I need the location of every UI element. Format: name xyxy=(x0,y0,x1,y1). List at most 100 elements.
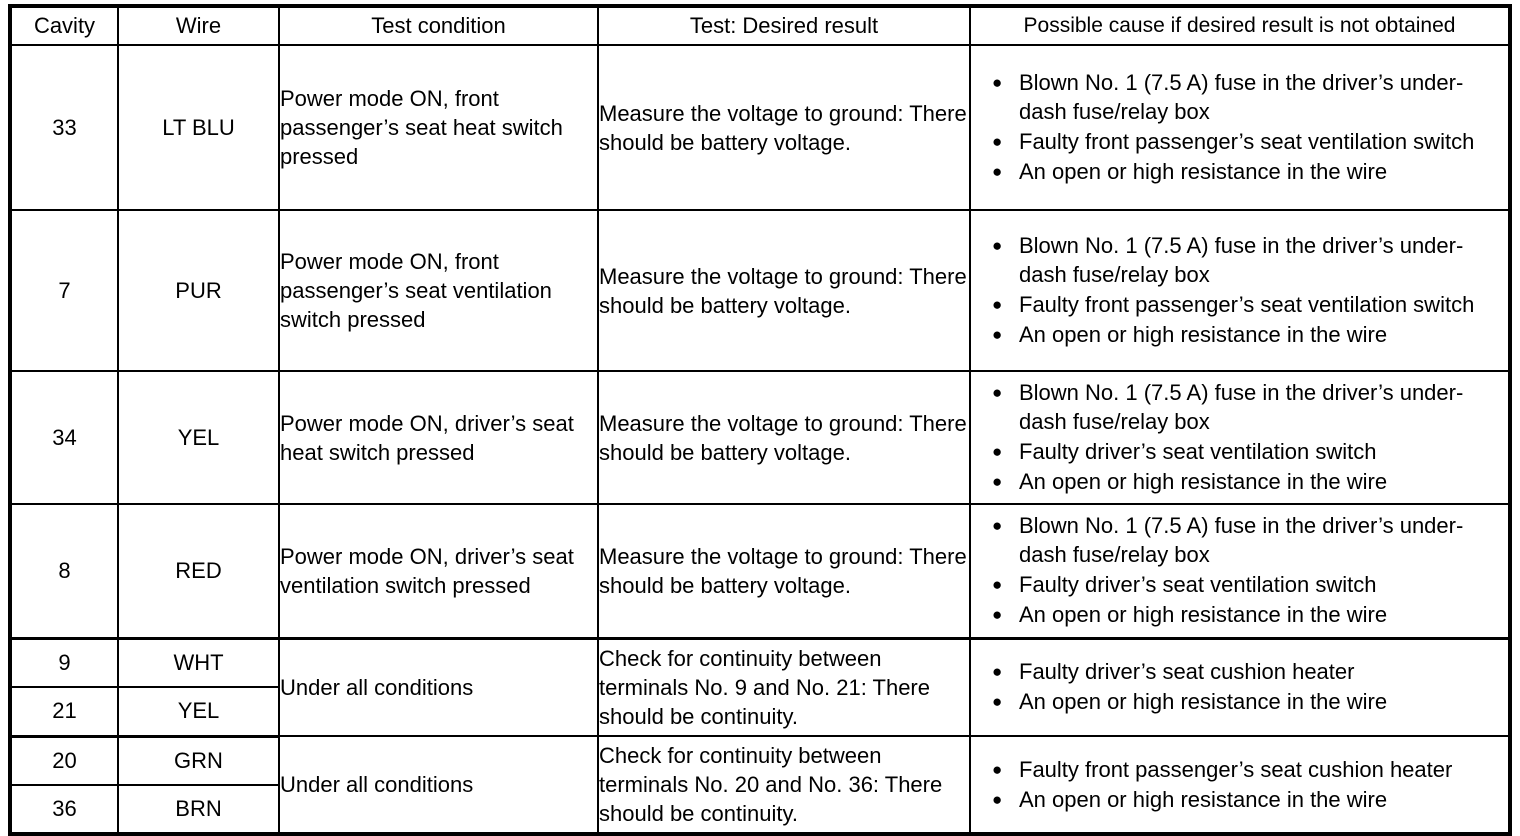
cause-text: Faulty driver’s seat cushion heater xyxy=(1019,659,1355,685)
table-row: 8 RED Power mode ON, driver’s seat venti… xyxy=(9,503,1511,640)
cause-list: ● Blown No. 1 (7.5 A) fuse in the driver’… xyxy=(971,68,1508,186)
cell-possible-cause: ● Blown No. 1 (7.5 A) fuse in the driver’… xyxy=(969,370,1511,505)
bullet-icon: ● xyxy=(992,73,1003,92)
cell-wire: BRN xyxy=(117,784,280,835)
cause-text: An open or high resistance in the wire xyxy=(1019,469,1388,494)
bullet-icon: ● xyxy=(992,759,1003,779)
cell-desired-result: Measure the voltage to ground: There sho… xyxy=(597,209,971,372)
table-row: 7 PUR Power mode ON, front passenger’s s… xyxy=(9,209,1511,372)
list-item: ● Blown No. 1 (7.5 A) fuse in the driver’… xyxy=(992,68,1508,126)
cause-list: ●Blown No. 1 (7.5 A) fuse in the driver’… xyxy=(971,511,1508,629)
cause-text: Faulty front passenger’s seat cushion he… xyxy=(1019,756,1453,782)
cell-cavity: 7 xyxy=(9,209,119,372)
bullet-icon: ● xyxy=(992,692,1003,712)
cause-list: ● Blown No. 1 (7.5 A) fuse in the driver’… xyxy=(971,378,1508,496)
list-item: ● Faulty front passenger’s seat cushion h… xyxy=(992,755,1508,784)
cell-test-condition: Power mode ON, driver’s seat ventilation… xyxy=(278,503,599,640)
cause-text: Faulty driver’s seat ventilation switch xyxy=(1019,572,1377,598)
bullet-icon: ● xyxy=(992,472,1003,491)
cause-text: An open or high resistance in the wire xyxy=(1019,786,1388,812)
bullet-icon: ● xyxy=(992,236,1003,255)
list-item: ● An open or high resistance in the wire xyxy=(992,157,1508,186)
cell-wire: GRN xyxy=(117,735,280,786)
cell-possible-cause: ● Faulty front passenger’s seat cushion h… xyxy=(969,735,1511,835)
list-item: ● Faulty front passenger’s seat ventilati… xyxy=(992,290,1508,319)
bullet-icon: ● xyxy=(992,383,1003,402)
cell-cavity: 21 xyxy=(9,686,119,738)
cell-desired-result: Measure the voltage to ground: There sho… xyxy=(597,44,971,211)
cause-text: Faulty driver’s seat ventilation switch xyxy=(1019,439,1377,464)
cell-test-condition: Under all conditions xyxy=(278,735,599,835)
list-item: ● Blown No. 1 (7.5 A) fuse in the driver’… xyxy=(992,231,1508,289)
cause-list: ● Faulty driver’s seat cushion heater ● An… xyxy=(971,657,1508,716)
list-item: ● Blown No. 1 (7.5 A) fuse in the driver’… xyxy=(992,378,1508,436)
cell-desired-result: Measure the voltage to ground: There sho… xyxy=(597,503,971,640)
table-row: 20 GRN Under all conditions Check for co… xyxy=(9,735,1511,835)
cell-desired-result: Check for continuity between terminals N… xyxy=(597,637,971,737)
column-header-desired-result: Test: Desired result xyxy=(597,5,971,46)
cell-cavity: 8 xyxy=(9,503,119,640)
list-item: ● An open or high resistance in the wire xyxy=(992,320,1508,349)
table-row: 33 LT BLU Power mode ON, front passenger… xyxy=(9,44,1511,211)
cell-cavity: 9 xyxy=(9,637,119,688)
bullet-icon: ● xyxy=(992,295,1003,314)
cause-text: Blown No. 1 (7.5 A) fuse in the driver’s… xyxy=(1019,233,1464,287)
bullet-icon: ● xyxy=(992,575,1003,595)
cell-wire: RED xyxy=(117,503,280,640)
cause-text: Blown No. 1 (7.5 A) fuse in the driver’s… xyxy=(1019,70,1464,124)
cell-test-condition: Power mode ON, front passenger’s seat ve… xyxy=(278,209,599,372)
cell-possible-cause: ● Faulty driver’s seat cushion heater ● An… xyxy=(969,637,1511,737)
column-header-wire: Wire xyxy=(117,5,280,46)
bullet-icon: ● xyxy=(992,162,1003,181)
cell-cavity: 36 xyxy=(9,784,119,835)
bullet-icon: ● xyxy=(992,789,1003,809)
list-item: ●Blown No. 1 (7.5 A) fuse in the driver’… xyxy=(992,511,1508,569)
cell-test-condition: Power mode ON, driver’s seat heat switch… xyxy=(278,370,599,505)
bullet-icon: ● xyxy=(992,605,1003,625)
bullet-icon: ● xyxy=(992,516,1003,536)
cell-desired-result: Measure the voltage to ground: There sho… xyxy=(597,370,971,505)
cell-cavity: 33 xyxy=(9,44,119,211)
cell-wire: YEL xyxy=(117,686,280,738)
cause-text: An open or high resistance in the wire xyxy=(1019,689,1388,715)
cell-desired-result: Check for continuity between terminals N… xyxy=(597,735,971,835)
cell-possible-cause: ● Blown No. 1 (7.5 A) fuse in the driver’… xyxy=(969,209,1511,372)
list-item: ● Faulty driver’s seat cushion heater xyxy=(992,657,1508,686)
cell-wire: LT BLU xyxy=(117,44,280,211)
cell-test-condition: Under all conditions xyxy=(278,637,599,737)
column-header-possible-cause: Possible cause if desired result is not … xyxy=(969,5,1511,46)
cell-wire: PUR xyxy=(117,209,280,372)
list-item: ● Faulty driver’s seat ventilation switch xyxy=(992,437,1508,466)
cause-list: ● Faulty front passenger’s seat cushion h… xyxy=(971,755,1508,814)
cause-text: An open or high resistance in the wire xyxy=(1019,159,1388,184)
cell-wire: WHT xyxy=(117,637,280,688)
table-row: 9 WHT Under all conditions Check for con… xyxy=(9,637,1511,737)
cell-possible-cause: ● Blown No. 1 (7.5 A) fuse in the driver’… xyxy=(969,44,1511,211)
cell-possible-cause: ●Blown No. 1 (7.5 A) fuse in the driver’… xyxy=(969,503,1511,640)
column-header-test-condition: Test condition xyxy=(278,5,599,46)
cell-cavity: 34 xyxy=(9,370,119,505)
cause-text: An open or high resistance in the wire xyxy=(1019,602,1388,628)
bullet-icon: ● xyxy=(992,442,1003,461)
cause-text: Blown No. 1 (7.5 A) fuse in the driver’s… xyxy=(1019,380,1464,434)
list-item: ● An open or high resistance in the wire xyxy=(992,600,1508,629)
cause-list: ● Blown No. 1 (7.5 A) fuse in the driver’… xyxy=(971,231,1508,349)
bullet-icon: ● xyxy=(992,132,1003,151)
wire-test-table: Cavity Wire Test condition Test: Desired… xyxy=(8,4,1512,836)
list-item: ● An open or high resistance in the wire xyxy=(992,687,1508,716)
table-header-row: Cavity Wire Test condition Test: Desired… xyxy=(9,5,1511,46)
table-row: 21 YEL xyxy=(9,686,1510,738)
bullet-icon: ● xyxy=(992,662,1003,682)
column-header-cavity: Cavity xyxy=(9,5,119,46)
cause-text: Faulty front passenger’s seat ventilatio… xyxy=(1019,292,1475,317)
cause-text: Faulty front passenger’s seat ventilatio… xyxy=(1019,129,1475,154)
list-item: ● An open or high resistance in the wire xyxy=(992,467,1508,496)
cause-text: An open or high resistance in the wire xyxy=(1019,322,1388,347)
table-row: 34 YEL Power mode ON, driver’s seat heat… xyxy=(9,370,1511,505)
list-item: ● An open or high resistance in the wire xyxy=(992,785,1508,814)
bullet-icon: ● xyxy=(992,325,1003,344)
cell-wire: YEL xyxy=(117,370,280,505)
table-row: 36 BRN xyxy=(9,784,1510,835)
cell-test-condition: Power mode ON, front passenger’s seat he… xyxy=(278,44,599,211)
